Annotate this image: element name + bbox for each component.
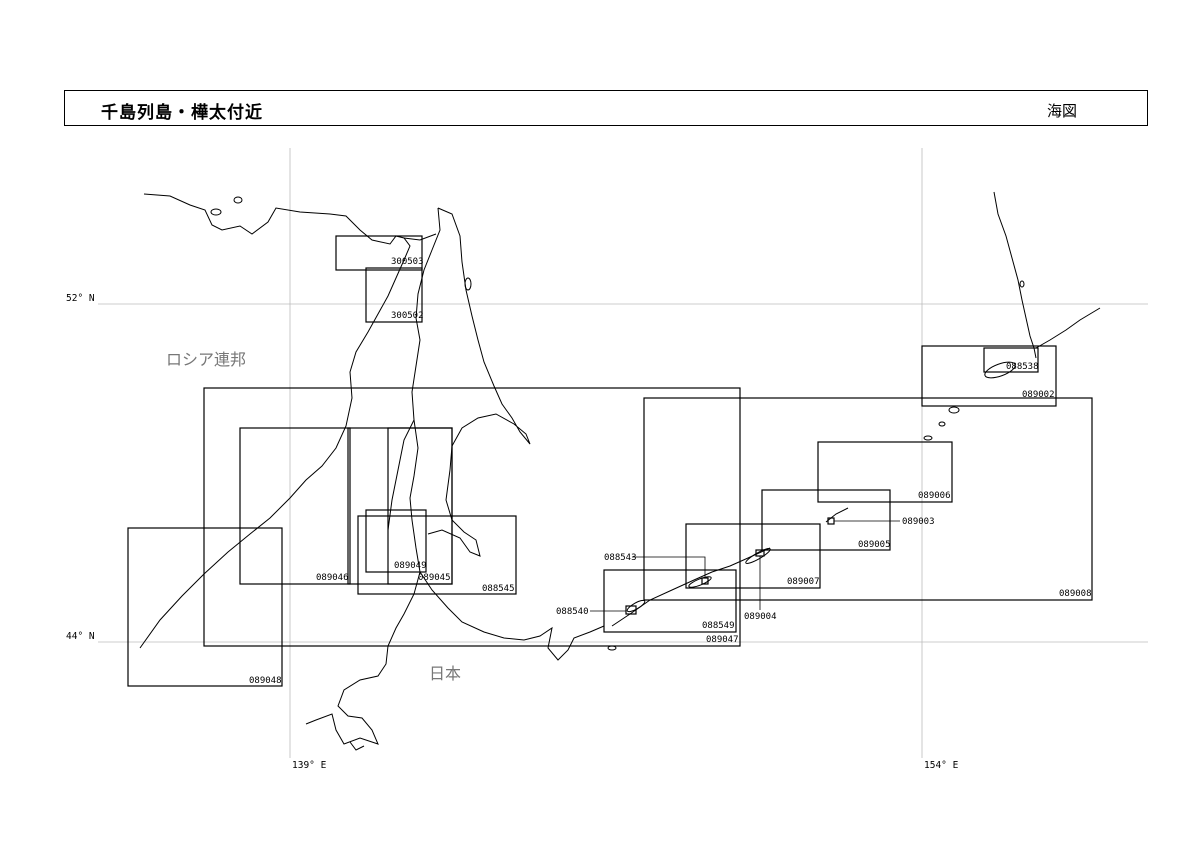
- chart-label-089004[interactable]: 089004: [744, 612, 777, 622]
- document-type: 海図: [1046, 102, 1077, 120]
- island-iturup: [626, 599, 646, 613]
- chart-label-089046[interactable]: 089046: [316, 573, 349, 583]
- coast-kurils-middle: [825, 507, 849, 523]
- lake-2: [233, 196, 243, 204]
- leader-088543: [632, 556, 706, 578]
- chart-box-300503[interactable]: [335, 235, 423, 271]
- chart-box-089005[interactable]: [761, 489, 891, 551]
- lat-label-44n: 44° N: [66, 631, 95, 642]
- chart-box-089003[interactable]: [827, 517, 835, 525]
- leader-lines: [590, 520, 900, 612]
- coastlines: [139, 191, 1101, 751]
- lake-1: [464, 277, 472, 291]
- chart-box-088540[interactable]: [625, 605, 637, 615]
- chart-label-300503[interactable]: 300503: [391, 257, 424, 267]
- chart-label-089048[interactable]: 089048: [249, 676, 282, 686]
- chart-label-089047[interactable]: 089047: [706, 635, 739, 645]
- chart-box-089046[interactable]: [239, 427, 351, 585]
- chart-label-089049[interactable]: 089049: [394, 561, 427, 571]
- region-label-russia: ロシア連邦: [166, 350, 246, 369]
- coast-sakhalin-west: [409, 207, 441, 573]
- chart-box-089045[interactable]: [387, 427, 453, 585]
- coast-honshu-north: [349, 741, 365, 751]
- chart-label-089007[interactable]: 089007: [787, 577, 820, 587]
- map-title: 千島列島・樺太付近: [101, 103, 263, 123]
- island-islet-2: [938, 421, 946, 427]
- chart-label-088538[interactable]: 088538: [1006, 362, 1039, 372]
- region-label-japan: 日本: [429, 664, 461, 683]
- chart-label-300502[interactable]: 300502: [391, 311, 424, 321]
- coast-hokkaido: [305, 571, 605, 745]
- chart-label-089045[interactable]: 089045: [418, 573, 451, 583]
- coast-sakhalin-east: [427, 207, 531, 557]
- chart-boxes: [127, 235, 1093, 687]
- island-islet-1: [923, 435, 933, 441]
- chart-label-088540[interactable]: 088540: [556, 607, 589, 617]
- chart-box-088549[interactable]: [603, 569, 737, 633]
- river-amur: [387, 419, 415, 531]
- island-shumshu: [948, 406, 960, 414]
- chart-box-089048[interactable]: [127, 527, 283, 687]
- chart-label-089003[interactable]: 089003: [902, 517, 935, 527]
- chart-box-089049-inset[interactable]: [365, 509, 427, 573]
- chart-box-088545[interactable]: [357, 515, 517, 595]
- lake-3: [1019, 280, 1025, 288]
- chart-label-089005[interactable]: 089005: [858, 540, 891, 550]
- chart-box-088538[interactable]: [983, 347, 1039, 373]
- lon-label-139e: 139° E: [292, 760, 327, 771]
- title-bar: 千島列島・樺太付近 海図: [64, 90, 1148, 126]
- island-paramushir: [984, 361, 1016, 379]
- chart-box-300502[interactable]: [365, 267, 423, 323]
- coast-okhotsk-north: [403, 233, 437, 241]
- lon-label-154e: 154° E: [924, 760, 959, 771]
- graticule: [98, 148, 1148, 758]
- island-kunashir: [688, 576, 712, 588]
- island-shantar: [210, 208, 222, 216]
- chart-box-089047[interactable]: [203, 387, 741, 647]
- chart-label-088549[interactable]: 088549: [702, 621, 735, 631]
- chart-box-089007[interactable]: [685, 523, 821, 589]
- chart-label-088543[interactable]: 088543: [604, 553, 637, 563]
- chart-box-089002[interactable]: [921, 345, 1057, 407]
- chart-box-089008[interactable]: [643, 397, 1093, 601]
- coast-kamchatka: [993, 191, 1101, 359]
- chart-label-088545[interactable]: 088545: [482, 584, 515, 594]
- lat-label-52n: 52° N: [66, 293, 95, 304]
- chart-box-089006[interactable]: [817, 441, 953, 503]
- chart-label-089008[interactable]: 089008: [1059, 589, 1092, 599]
- chart-label-089006[interactable]: 089006: [918, 491, 951, 501]
- coast-mainland-east-asia: [139, 193, 411, 649]
- chart-label-089002[interactable]: 089002: [1022, 390, 1055, 400]
